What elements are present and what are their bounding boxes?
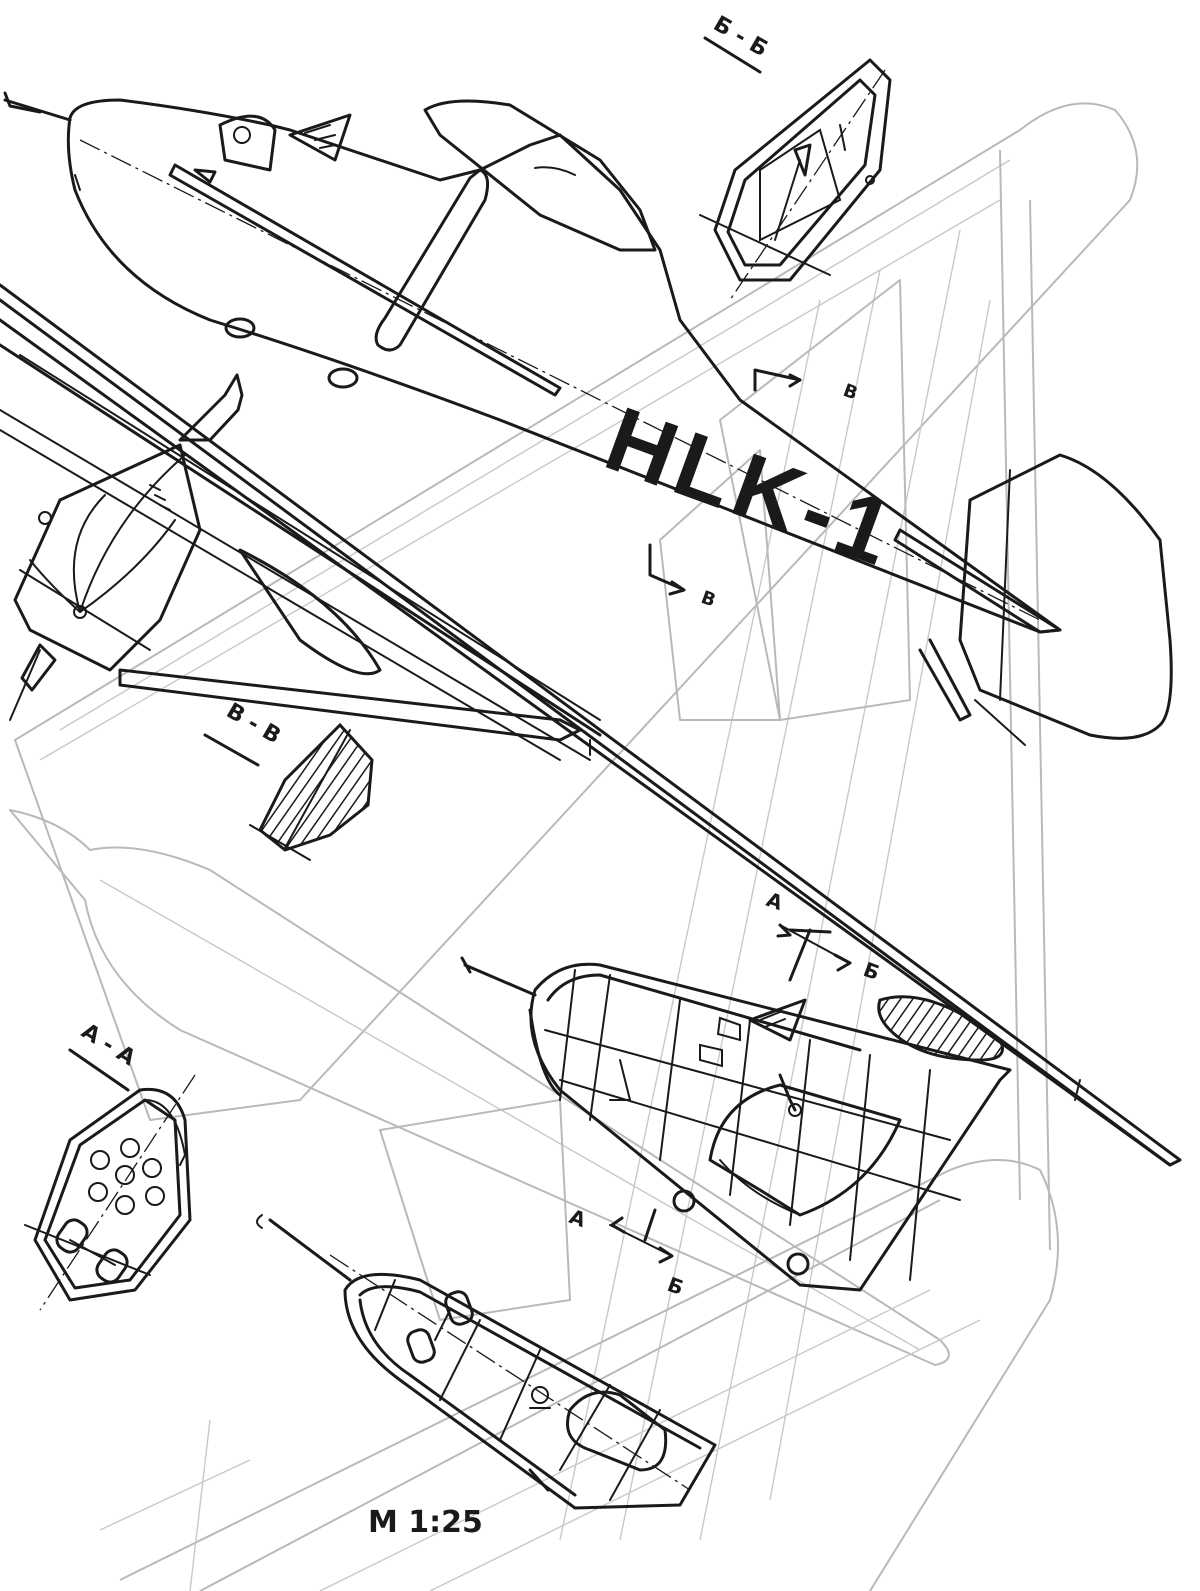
main-wing: [0, 283, 1182, 1167]
section-a-label: А - А: [77, 1019, 140, 1071]
section-a: А - А: [24, 1019, 196, 1311]
cutaway-side-view: А Б А Б: [460, 887, 1012, 1300]
section-b-label: Б - Б: [709, 12, 772, 63]
side-tail-fin: [958, 453, 1173, 740]
cut-mark-a-upper: А: [763, 887, 786, 915]
top-view-ghost: [9, 102, 1139, 1591]
cut-mark-b-upper: Б: [860, 957, 883, 985]
front-view: [9, 373, 582, 742]
section-b: Б - Б: [699, 12, 892, 301]
cut-mark-v-top: В: [840, 380, 860, 404]
section-v-label: В - В: [222, 699, 285, 750]
cut-mark-a-lower: А: [566, 1204, 589, 1232]
top-view-fuselage: [256, 1214, 717, 1510]
side-fuselage-outline: [66, 98, 1062, 634]
cut-mark-v-bottom: В: [698, 587, 718, 611]
scale-label: М 1:25: [368, 1505, 483, 1540]
section-v: В - В: [203, 699, 374, 861]
cut-mark-b-lower: Б: [664, 1272, 687, 1300]
registration-text: HLK-1: [593, 388, 911, 587]
